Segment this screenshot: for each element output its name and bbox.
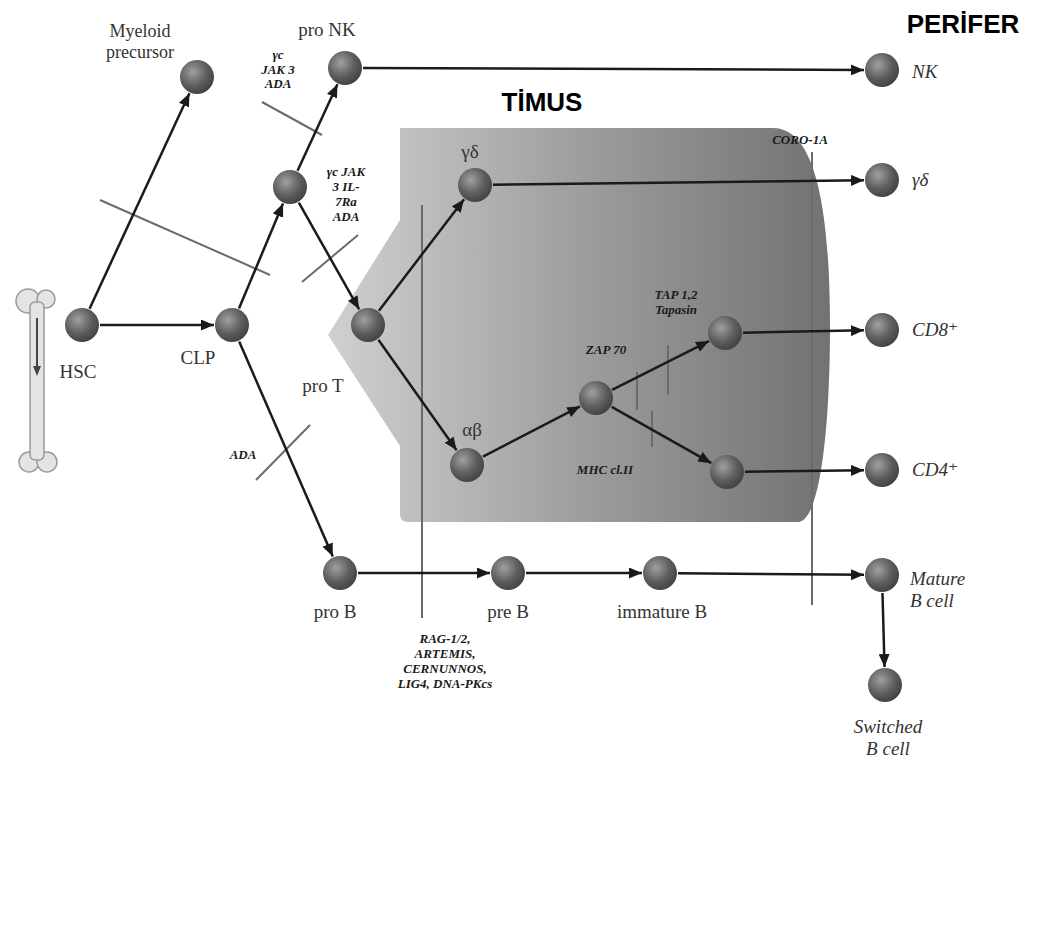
arrow-connector (745, 470, 864, 472)
block-label: TAP 1,2 Tapasin (654, 288, 698, 318)
cell-node: CLP (215, 308, 249, 342)
block-line (421, 205, 423, 618)
arrow-connector (678, 573, 864, 575)
block-bar (256, 425, 310, 480)
cell-label: Myeloid precursor (106, 21, 175, 62)
cell-label: CLP (181, 347, 216, 369)
bone-arrow (33, 366, 41, 376)
cell-node (273, 170, 307, 204)
block-label: γc JAK 3 IL-7Ra ADA (326, 165, 366, 225)
cell-node (708, 316, 742, 350)
cell-label: αβ (462, 419, 482, 441)
cell-node: CD8⁺ (865, 313, 899, 347)
cell-label: Switched B cell (853, 716, 923, 760)
cell-node (579, 381, 613, 415)
arrow-connector (358, 572, 490, 575)
cell-node: HSC (65, 308, 99, 342)
block-bar (667, 345, 669, 395)
cell-node: pro NK (328, 51, 362, 85)
cell-node (710, 455, 744, 489)
block-line (811, 152, 813, 605)
cell-label: pro T (302, 375, 343, 397)
cell-node: pro B (323, 556, 357, 590)
arrow-connector (90, 93, 190, 308)
cell-label: HSC (60, 361, 97, 383)
cell-node: γδ (458, 168, 492, 202)
cell-node: pro T (351, 308, 385, 342)
cell-label: CD8⁺ (912, 319, 958, 341)
arrow-connector (298, 84, 338, 170)
cell-node: pre B (491, 556, 525, 590)
cell-node: αβ (450, 448, 484, 482)
cell-node: Switched B cell (868, 668, 902, 702)
cell-label: pro B (314, 601, 357, 623)
cell-node: γδ (865, 163, 899, 197)
block-label: γc JAK 3 ADA (261, 48, 296, 93)
arrow-connector (239, 204, 283, 309)
cell-label: NK (912, 61, 937, 83)
region-heading: PERİFER (907, 10, 1020, 40)
block-bar (100, 200, 270, 275)
block-label: RAG-1/2, ARTEMIS, CERNUNNOS, LIG4, DNA-P… (397, 632, 493, 692)
block-label: ZAP 70 (586, 343, 626, 358)
block-bar (262, 102, 322, 135)
bone-shaft (30, 302, 44, 460)
arrow-connector (882, 593, 884, 667)
cell-node: CD4⁺ (865, 453, 899, 487)
cell-label: pre B (487, 601, 529, 623)
cell-node: Myeloid precursor (180, 60, 214, 94)
cell-label: γδ (912, 169, 928, 191)
block-label: MHC cl.II (577, 463, 633, 478)
bone-arrow (36, 318, 38, 372)
cell-label: Mature B cell (910, 568, 966, 612)
region-heading: TİMUS (502, 88, 583, 118)
cell-node: Mature B cell (865, 558, 899, 592)
cell-label: γδ (461, 141, 478, 163)
thymus-shape (328, 128, 830, 522)
cell-label: immature B (617, 601, 707, 623)
arrow-connector (363, 68, 864, 70)
block-label: CORO-1A (772, 133, 828, 148)
cell-node: immature B (643, 556, 677, 590)
arrow-connector (100, 324, 214, 327)
bone-illustration (16, 289, 57, 472)
block-label: ADA (230, 448, 257, 463)
cell-node: NK (865, 53, 899, 87)
cell-label: pro NK (298, 19, 356, 41)
cell-label: CD4⁺ (912, 459, 958, 481)
arrow-connector (526, 572, 642, 575)
